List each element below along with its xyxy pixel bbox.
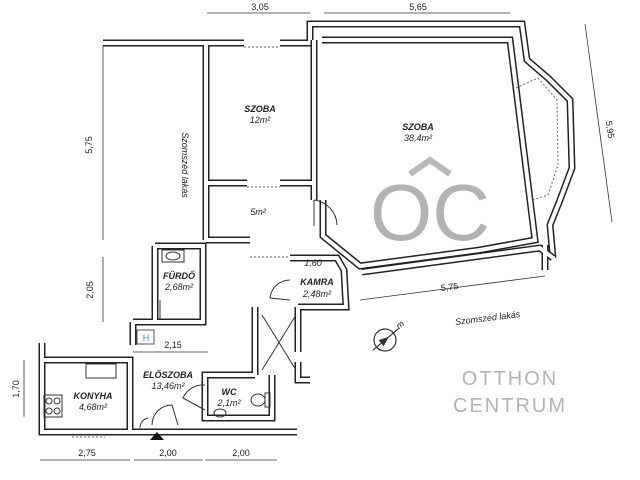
room-kamra-area: 2,48m² [302, 289, 332, 299]
room-furdo-name: FÜRDŐ [163, 270, 195, 281]
watermark-line1: OTTHON [462, 368, 558, 390]
dim-right-diag: 5,95 [604, 120, 616, 139]
wc-sink-icon [213, 408, 227, 418]
room-wc-area: 2,1m² [216, 398, 241, 408]
dim-top-right: 5,65 [409, 2, 427, 12]
room-kamra-name: KAMRA [300, 277, 334, 287]
dim-left-upper: 5,75 [84, 136, 94, 154]
room-5-area: 5m² [250, 207, 267, 217]
watermark-mark: OC [370, 168, 490, 257]
watermark-logo: OC OTTHON CENTRUM [370, 156, 567, 417]
room-konyha-area: 4,68m² [79, 402, 108, 412]
room-wc-name: WC [222, 387, 237, 397]
dimension-lines [23, 12, 613, 461]
fixtures: H [43, 249, 271, 440]
neighbor-south-label: Szomszéd lakás [455, 309, 522, 327]
room-szoba-small-name: SZOBA [244, 104, 276, 114]
watermark-line2: CENTRUM [453, 395, 567, 417]
neighbor-west-label: Szomszéd lakás [180, 132, 190, 198]
compass-label: m [394, 318, 407, 331]
room-kamra-width: 1,60 [304, 258, 322, 268]
room-furdo-area: 2,68m² [164, 282, 194, 292]
sink-icon [161, 249, 185, 263]
room-konyha-name: KONYHA [73, 391, 112, 401]
stove-icon [43, 394, 63, 418]
room-eloszoba-name: ELŐSZOBA [143, 369, 193, 380]
compass-icon [372, 327, 400, 352]
dim-hall: 2,15 [164, 340, 182, 350]
dim-top-left: 3,05 [251, 2, 269, 12]
dim-bottom-1: 2,75 [78, 448, 96, 458]
kitchen-sink-icon [85, 363, 117, 379]
heater-box [136, 329, 155, 345]
heater-label: H [143, 333, 150, 343]
walls [38, 20, 576, 436]
entrance-arrow-icon [150, 432, 164, 440]
room-eloszoba-area: 13,46m² [151, 381, 185, 391]
room-szoba-small-area: 12m² [250, 115, 272, 125]
openings [72, 46, 559, 438]
dim-south: 5,75 [440, 281, 459, 293]
dim-bottom-2: 2,00 [159, 448, 177, 458]
dim-left-lower: 1,70 [11, 380, 21, 398]
dim-left-mid: 2,05 [85, 281, 95, 299]
toilet-icon [250, 393, 266, 407]
room-szoba-large-name: SZOBA [402, 122, 434, 132]
room-szoba-large-area: 38,4m² [404, 133, 433, 143]
dim-bottom-3: 2,00 [232, 448, 250, 458]
